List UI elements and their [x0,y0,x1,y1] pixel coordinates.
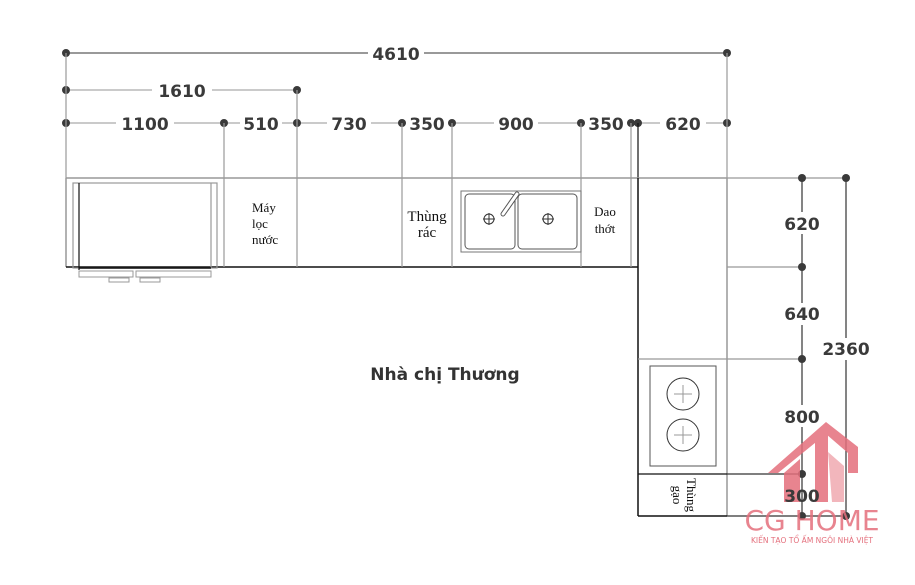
dim-seg-510: 510 [243,115,279,135]
dim-v-2360: 2360 [822,340,869,360]
dim-v-640: 640 [784,305,820,325]
dim-v-620: 620 [784,215,820,235]
brand-tagline: KIẾN TẠO TỔ ẤM NGÔI NHÀ VIỆT [751,535,873,545]
label-water-filter-3: nước [252,232,278,247]
label-water-filter-1: Máy [252,200,276,215]
burner-icon-top [666,377,700,411]
drain-icon-left [483,213,495,225]
label-cutting-board-1: Dao [594,204,616,219]
label-trash-bin-1: Thùng [407,209,447,225]
dim-1610: 1610 [158,82,205,102]
dim-seg-620: 620 [665,115,701,135]
dim-seg-1100: 1100 [121,115,168,135]
dimension-subtotal-1610: 1610 [62,80,301,102]
extension-lines [65,53,728,178]
counter-right-run [637,178,728,517]
svg-text:gạo: gạo [670,486,685,505]
label-water-filter-2: lọc [252,216,268,231]
drain-icon-right [542,213,554,225]
label-trash-bin-2: rác [418,225,437,241]
cooktop [649,365,717,467]
double-sink [460,190,582,253]
faucet-icon [500,191,520,217]
dim-v-300: 300 [784,487,820,507]
svg-text:Thùng: Thùng [684,478,699,512]
dimension-overall-width: 4610 [62,43,731,65]
dim-v-800: 800 [784,408,820,428]
burner-icon-bottom [666,418,700,452]
dim-seg-900: 900 [498,115,534,135]
cg-home-logo [768,422,858,502]
dim-seg-350b: 350 [588,115,624,135]
dim-seg-730: 730 [331,115,367,135]
dim-4610: 4610 [372,45,419,65]
house-icon [768,422,858,502]
label-rice-bin: Thùng gạo [670,478,699,512]
counter-top-run [65,177,727,268]
vertical-dimension-lines: 620 640 800 2360 [727,174,872,517]
dimension-segments: 1100 510 730 350 900 350 620 [62,113,731,135]
dim-seg-350a: 350 [409,115,445,135]
refrigerator [72,182,218,283]
plan-title: Nhà chị Thương [370,365,519,385]
brand-name: CG HOME [744,504,879,537]
label-cutting-board-2: thớt [595,221,616,236]
